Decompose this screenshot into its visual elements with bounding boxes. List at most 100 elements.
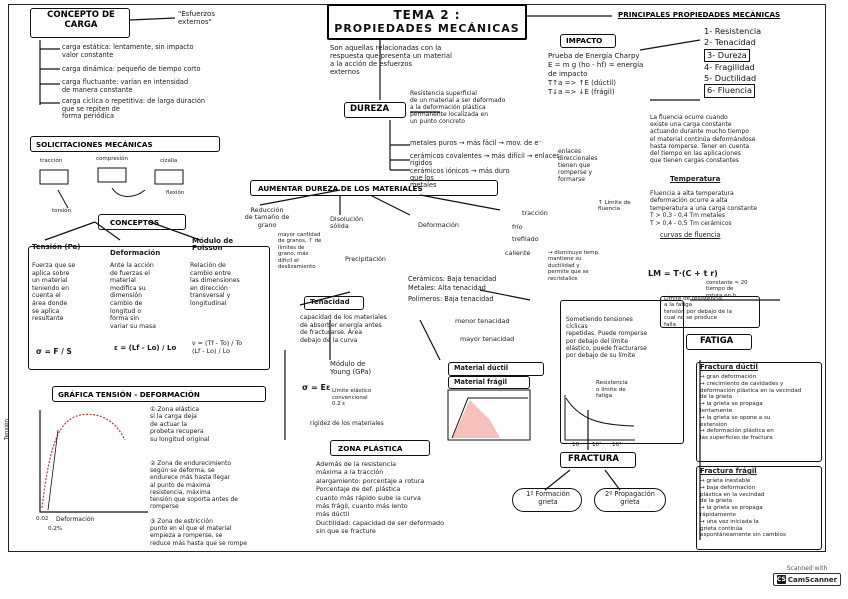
impacto-box	[560, 34, 616, 48]
title-line-1: TEMA 2 :	[393, 8, 461, 22]
prop-fluencia: 6- Fluencia	[704, 84, 755, 98]
carga-item-estatica: carga estática: lentamente, sin impacto …	[62, 43, 194, 59]
deformacion-text: Ante la acción de fuerzas el material mo…	[110, 262, 156, 330]
aumentar-grano-desc: mayor cantidad de granos, ↑ de límites d…	[278, 232, 322, 271]
fractura-ductil-box	[696, 362, 822, 462]
impacto-heading: IMPACTO	[566, 36, 603, 45]
fatiga-heading-box	[686, 334, 752, 350]
fatiga-graph-label: Resistencia o límite de fatiga	[596, 380, 628, 400]
prop-fragilidad: 4- Fragilidad	[704, 61, 755, 72]
carga-item-ciclica: carga cíclica o repetitiva: de larga dur…	[62, 97, 206, 121]
aumentar-side-traccion: tracción	[522, 209, 548, 217]
zona-plastica-box	[330, 440, 430, 456]
fractura-heading: FRACTURA	[568, 454, 619, 464]
sol-cizalla: cizalla	[160, 158, 178, 164]
scanner-brand-name: CamScanner	[787, 575, 838, 584]
material-ductil-box	[448, 362, 544, 376]
tenacidad-mayor: mayor tenacidad	[460, 335, 515, 343]
zona-endurecimiento: ② Zona de endurecimiento según se deform…	[150, 460, 238, 511]
dureza-desc: Resistencia superficial de un material a…	[410, 90, 506, 125]
aumentar-grano: Reducción de tamaño de grano	[244, 206, 290, 229]
poisson-formula: ν = (Tf - To) / To (Lf - Lo) / Lo	[192, 339, 243, 355]
deformacion-title: Deformación	[110, 249, 161, 257]
zona-plastica-text: Además de la resistencia máxima a la tra…	[316, 460, 444, 536]
conceptos-heading: CONCEPTOS	[110, 218, 160, 227]
tenacidad-item-ceramicos: Cerámicos: Baja tenacidad	[408, 275, 497, 283]
dureza-branch-metales: metales puros → más fácil → mov. de e⁻	[410, 139, 542, 147]
fractura-step-1-box	[512, 488, 582, 512]
tenacidad-item-polimeros: Polímeros: Baja tenacidad	[408, 295, 494, 303]
zona-estriccion: ③ Zona de estricción punto en el que el …	[150, 518, 247, 547]
dureza-side: enlaces direccionales tienen que rompers…	[558, 148, 598, 183]
material-fragil-heading: Material frágil	[454, 378, 507, 386]
conceptos-box	[98, 214, 186, 230]
young-heading: Módulo de Young (GPa)	[330, 360, 372, 376]
prop-tenacidad: 2- Tenacidad	[704, 37, 756, 48]
fractura-ductil-heading: Fractura dúctil	[700, 363, 758, 371]
fractura-fragil-heading: Fractura frágil	[700, 467, 757, 475]
poisson-text: Relación de cambio entre las dimensiones…	[190, 262, 240, 307]
fatiga-resistencia-box	[660, 296, 760, 328]
zona-elastica: ① Zona elástica si la carga deja de actu…	[150, 406, 210, 443]
fatiga-tick-1: 10	[572, 442, 580, 448]
sol-compresion: compresión	[96, 156, 129, 162]
poisson-title: Módulo de Poisson	[192, 237, 234, 253]
fatiga-tick-3: 10³	[612, 442, 622, 448]
scanner-brand: CS CamScanner	[772, 573, 842, 586]
fatiga-box	[560, 300, 684, 444]
fluencia-formula-note: constante ≈ 20 tiempo de rotura en h	[706, 280, 748, 299]
dureza-box	[344, 102, 406, 118]
fatiga-heading: FATIGA	[700, 336, 734, 346]
aumentar-heading: AUMENTAR DUREZA DE LOS MATERIALES	[258, 184, 423, 193]
young-formula: σ = Eε	[302, 383, 331, 392]
fractura-step-2: 2º Propagación grieta	[605, 490, 655, 506]
dureza-heading: DUREZA	[350, 104, 390, 114]
fluencia-temp: Fluencia a alta temperatura deformación …	[650, 190, 758, 227]
fluencia-formula: LM = T·(C + t r)	[648, 269, 718, 278]
aumentar-caliente-desc: → disminuye temp. mantiene su ductilidad…	[548, 250, 600, 282]
tenacidad-menor: menor tenacidad	[455, 317, 510, 325]
camscanner-icon: CS	[776, 575, 786, 584]
dureza-branch-covalentes: cerámicos covalentes → más difícil → enl…	[410, 152, 560, 167]
fractura-step-1: 1º Formación grieta	[526, 490, 570, 506]
principales-heading: PRINCIPALES PROPIEDADES MECÁNICAS	[618, 10, 781, 19]
title-box: TEMA 2 : PROPIEDADES MECÁNICAS	[327, 4, 527, 40]
solicitaciones-heading: SOLICITACIONES MECÁNICAS	[36, 140, 153, 149]
carga-item-fluctuante: carga fluctuante: varían en intensidad d…	[62, 78, 189, 94]
intro-text: Son aquellas relacionadas con la respues…	[330, 44, 452, 76]
aumentar-side-caliente: caliente	[505, 249, 531, 257]
fractura-fragil-text: → grieta inestable → baja deformación pl…	[700, 478, 786, 539]
concepto-carga-heading: CONCEPTO DE CARGA	[47, 10, 115, 30]
fatiga-tick-2: 10²	[592, 442, 602, 448]
tenacidad-box	[304, 296, 364, 310]
grafica-y-axis: Tensión	[4, 419, 10, 440]
aumentar-disolucion: Disolución sólida	[330, 215, 364, 231]
grafica-x-tick-2: 0.2%	[48, 526, 63, 532]
aumentar-box	[250, 180, 498, 196]
tenacidad-text: capacidad de los materiales de absorber …	[300, 314, 387, 344]
fractura-fragil-box	[696, 466, 822, 550]
prop-dureza: 3- Dureza	[704, 48, 750, 62]
tenacidad-item-metales: Metales: Alta tenacidad	[408, 284, 486, 292]
grafica-box	[52, 386, 266, 402]
fluencia-text: La fluencia ocurre cuando existe una car…	[650, 114, 756, 165]
tension-title: Tensión (Pa)	[32, 243, 81, 251]
aumentar-precipitacion: Precipitación	[345, 255, 386, 263]
grafica-x-tick-1: 0.02	[36, 516, 49, 522]
aumentar-side-frio: frío	[512, 223, 523, 231]
carga-item-dinamica: carga dinámica: pequeño de tiempo corto	[62, 65, 201, 73]
concepto-carga-side: "Esfuerzos externos"	[178, 10, 215, 26]
tension-text: Fuerza que se aplica sobre un material t…	[32, 262, 76, 323]
grafica-heading: GRÁFICA TENSIÓN - DEFORMACIÓN	[58, 390, 200, 399]
prop-ductilidad: 5- Ductilidad	[704, 73, 757, 84]
sol-traccion: tracción	[40, 158, 63, 164]
young-extra: rigidez de los materiales	[310, 420, 384, 427]
conceptos-table	[28, 246, 270, 370]
material-ductil-heading: Material dúctil	[454, 364, 509, 372]
impacto-text: Prueba de Energía Charpy E = m g (ho - h…	[548, 52, 644, 96]
scanner-label: Scanned with	[786, 565, 828, 572]
aumentar-side-trefilado: trefilado	[512, 235, 539, 243]
tenacidad-heading: Tenacidad	[310, 298, 350, 306]
solicitaciones-box	[30, 136, 220, 152]
tension-formula: σ = F / S	[36, 347, 72, 356]
